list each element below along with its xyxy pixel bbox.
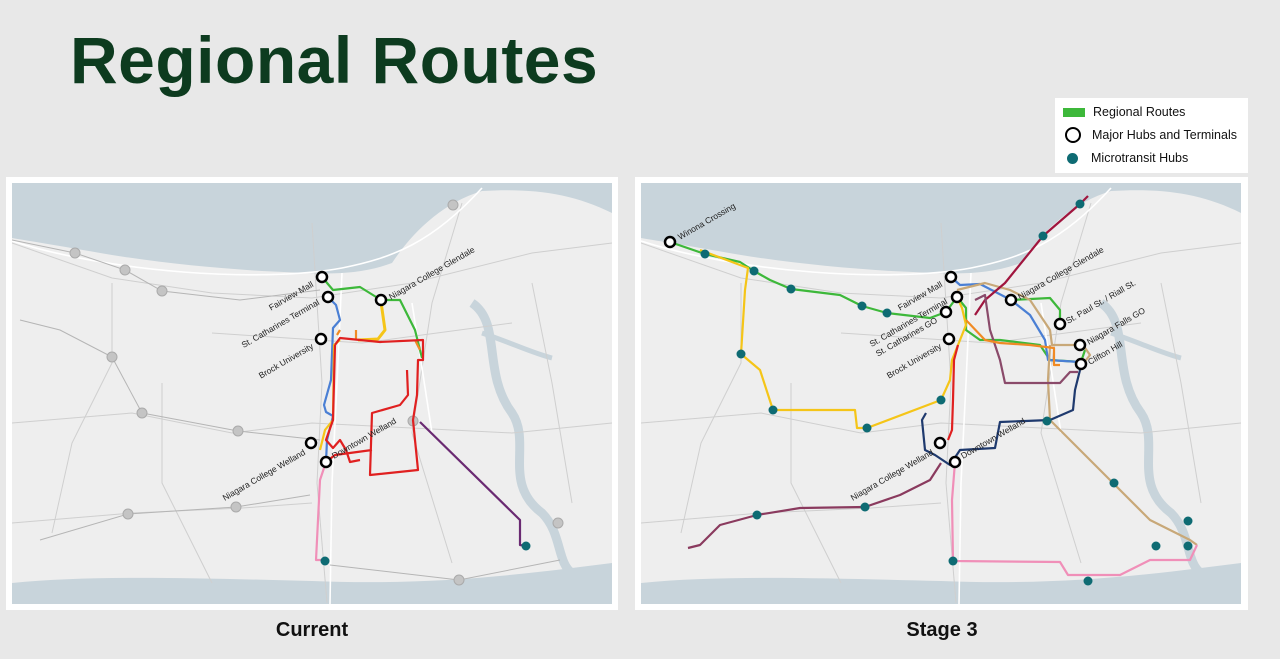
stage3-microtransit-hubs: [700, 199, 1193, 586]
microtransit-hub[interactable]: [1183, 541, 1193, 551]
microtransit-hub[interactable]: [320, 556, 330, 566]
teal-dot-icon: [1067, 152, 1078, 164]
microtransit-hub[interactable]: [1183, 516, 1193, 526]
microtransit-hub[interactable]: [786, 284, 796, 294]
microtransit-hub[interactable]: [749, 266, 759, 276]
microtransit-hub[interactable]: [936, 395, 946, 405]
hub-winona-crossing[interactable]: [663, 235, 677, 249]
grey-stop-dots: [12, 199, 564, 586]
stage3-map[interactable]: Winona Crossing Fairview Mall St. Cathar…: [641, 183, 1241, 604]
hub-niagara-college-welland[interactable]: [933, 436, 947, 450]
microtransit-hub[interactable]: [1042, 416, 1052, 426]
microtransit-hub[interactable]: [700, 249, 710, 259]
map-legend: Regional Routes Major Hubs and Terminals…: [1055, 98, 1248, 173]
hub-fairview-mall[interactable]: [315, 270, 329, 284]
microtransit-hub[interactable]: [736, 349, 746, 359]
microtransit-hub[interactable]: [948, 556, 958, 566]
stage3-map-caption: Stage 3: [906, 619, 978, 641]
hub-niagara-college-glendale[interactable]: [374, 293, 388, 307]
green-line-icon: [1063, 107, 1085, 117]
microtransit-hub[interactable]: [1109, 478, 1119, 488]
white-circle-icon: [1065, 127, 1081, 143]
hub-st-catharines-terminal[interactable]: [321, 290, 335, 304]
microtransit-hub[interactable]: [521, 541, 531, 551]
hub-downtown-welland[interactable]: [948, 455, 962, 469]
legend-label: Microtransit Hubs: [1091, 151, 1189, 165]
microtransit-hub[interactable]: [752, 510, 762, 520]
hub-st-paul-riall[interactable]: [1053, 317, 1067, 331]
hub-niagara-college-glendale[interactable]: [1004, 293, 1018, 307]
microtransit-hub[interactable]: [1083, 576, 1093, 586]
microtransit-hub[interactable]: [1038, 231, 1048, 241]
legend-item-major-hubs: Major Hubs and Terminals: [1063, 127, 1237, 143]
legend-item-microtransit: Microtransit Hubs: [1063, 151, 1188, 165]
hub-brock-university[interactable]: [942, 332, 956, 346]
hub-st-catharines-terminal[interactable]: [950, 290, 964, 304]
current-major-hubs: [304, 270, 388, 469]
stage3-routes: [669, 195, 1198, 577]
hub-niagara-falls-go[interactable]: [1073, 338, 1087, 352]
hub-downtown-welland[interactable]: [319, 455, 333, 469]
current-map-caption: Current: [275, 619, 349, 641]
microtransit-hub[interactable]: [860, 502, 870, 512]
hub-fairview-mall[interactable]: [944, 270, 958, 284]
microtransit-hub[interactable]: [857, 301, 867, 311]
hub-clifton-hill[interactable]: [1074, 357, 1088, 371]
stage3-major-hubs: [663, 235, 1088, 469]
hub-st-catharines-go[interactable]: [939, 305, 953, 319]
microtransit-hub[interactable]: [768, 405, 778, 415]
microtransit-hub[interactable]: [1075, 199, 1085, 209]
hub-niagara-college-welland[interactable]: [304, 436, 318, 450]
current-microtransit-hubs: [320, 541, 531, 566]
hub-brock-university[interactable]: [314, 332, 328, 346]
microtransit-hub[interactable]: [1151, 541, 1161, 551]
legend-item-regional-routes: Regional Routes: [1063, 105, 1185, 119]
microtransit-hub[interactable]: [862, 423, 872, 433]
microtransit-hub[interactable]: [882, 308, 892, 318]
legend-label: Regional Routes: [1093, 105, 1186, 119]
current-map[interactable]: Fairview Mall St. Catharines Terminal Ni…: [12, 183, 612, 604]
page-title: Regional Routes: [70, 23, 599, 97]
legend-label: Major Hubs and Terminals: [1092, 128, 1237, 142]
